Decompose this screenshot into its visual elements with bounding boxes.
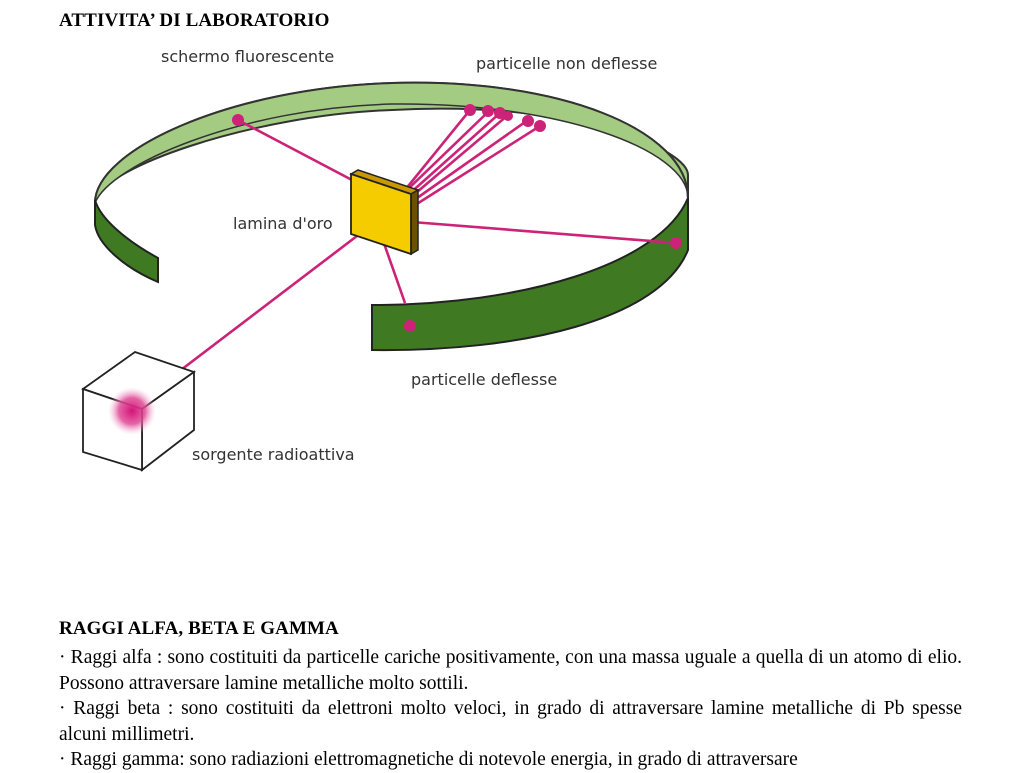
rutherford-experiment-figure: schermo fluorescente particelle non defl… xyxy=(81,47,689,472)
label-screen: schermo fluorescente xyxy=(161,47,334,66)
rays-heading: RAGGI ALFA, BETA E GAMMA xyxy=(59,618,339,639)
label-deflected: particelle deflesse xyxy=(411,370,557,389)
paragraph-alpha-rays: · Raggi alfa : sono costituiti da partic… xyxy=(59,647,962,694)
gold-foil xyxy=(349,169,420,256)
lab-heading: ATTIVITA’ DI LABORATORIO xyxy=(59,10,330,31)
paragraph-beta-rays: · Raggi beta : sono costituiti da elettr… xyxy=(59,698,962,745)
paragraph-gamma-rays: · Raggi gamma: sono radiazioni elettroma… xyxy=(59,749,798,770)
label-source: sorgente radioattiva xyxy=(192,445,355,464)
label-foil: lamina d'oro xyxy=(233,214,333,233)
source-glow xyxy=(108,387,156,435)
screen-outer-band-left xyxy=(94,199,159,284)
screen-hit-points xyxy=(232,104,682,332)
label-undeflected: particelle non deflesse xyxy=(476,54,657,73)
screen-outer-band-right xyxy=(371,197,689,352)
